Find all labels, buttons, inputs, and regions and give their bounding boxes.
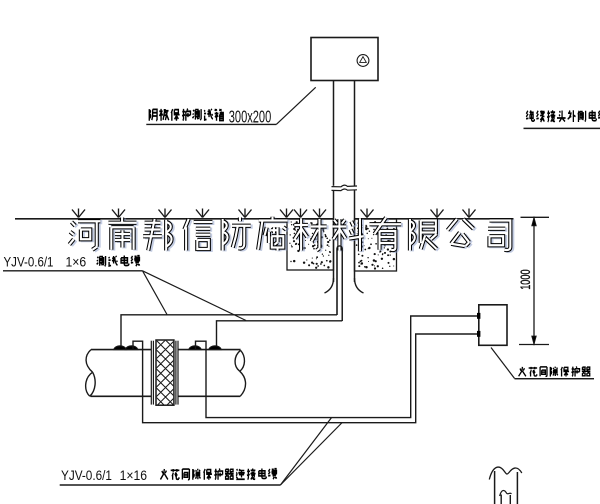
svg-text:300x200: 300x200 [229,108,272,127]
svg-text:YJV-0.6/1: YJV-0.6/1 [61,467,112,483]
svg-text:1×6: 1×6 [66,254,87,270]
svg-text:YJV-0.6/1: YJV-0.6/1 [4,254,54,270]
svg-text:1×16: 1×16 [120,467,147,483]
svg-text:1000: 1000 [517,269,534,290]
